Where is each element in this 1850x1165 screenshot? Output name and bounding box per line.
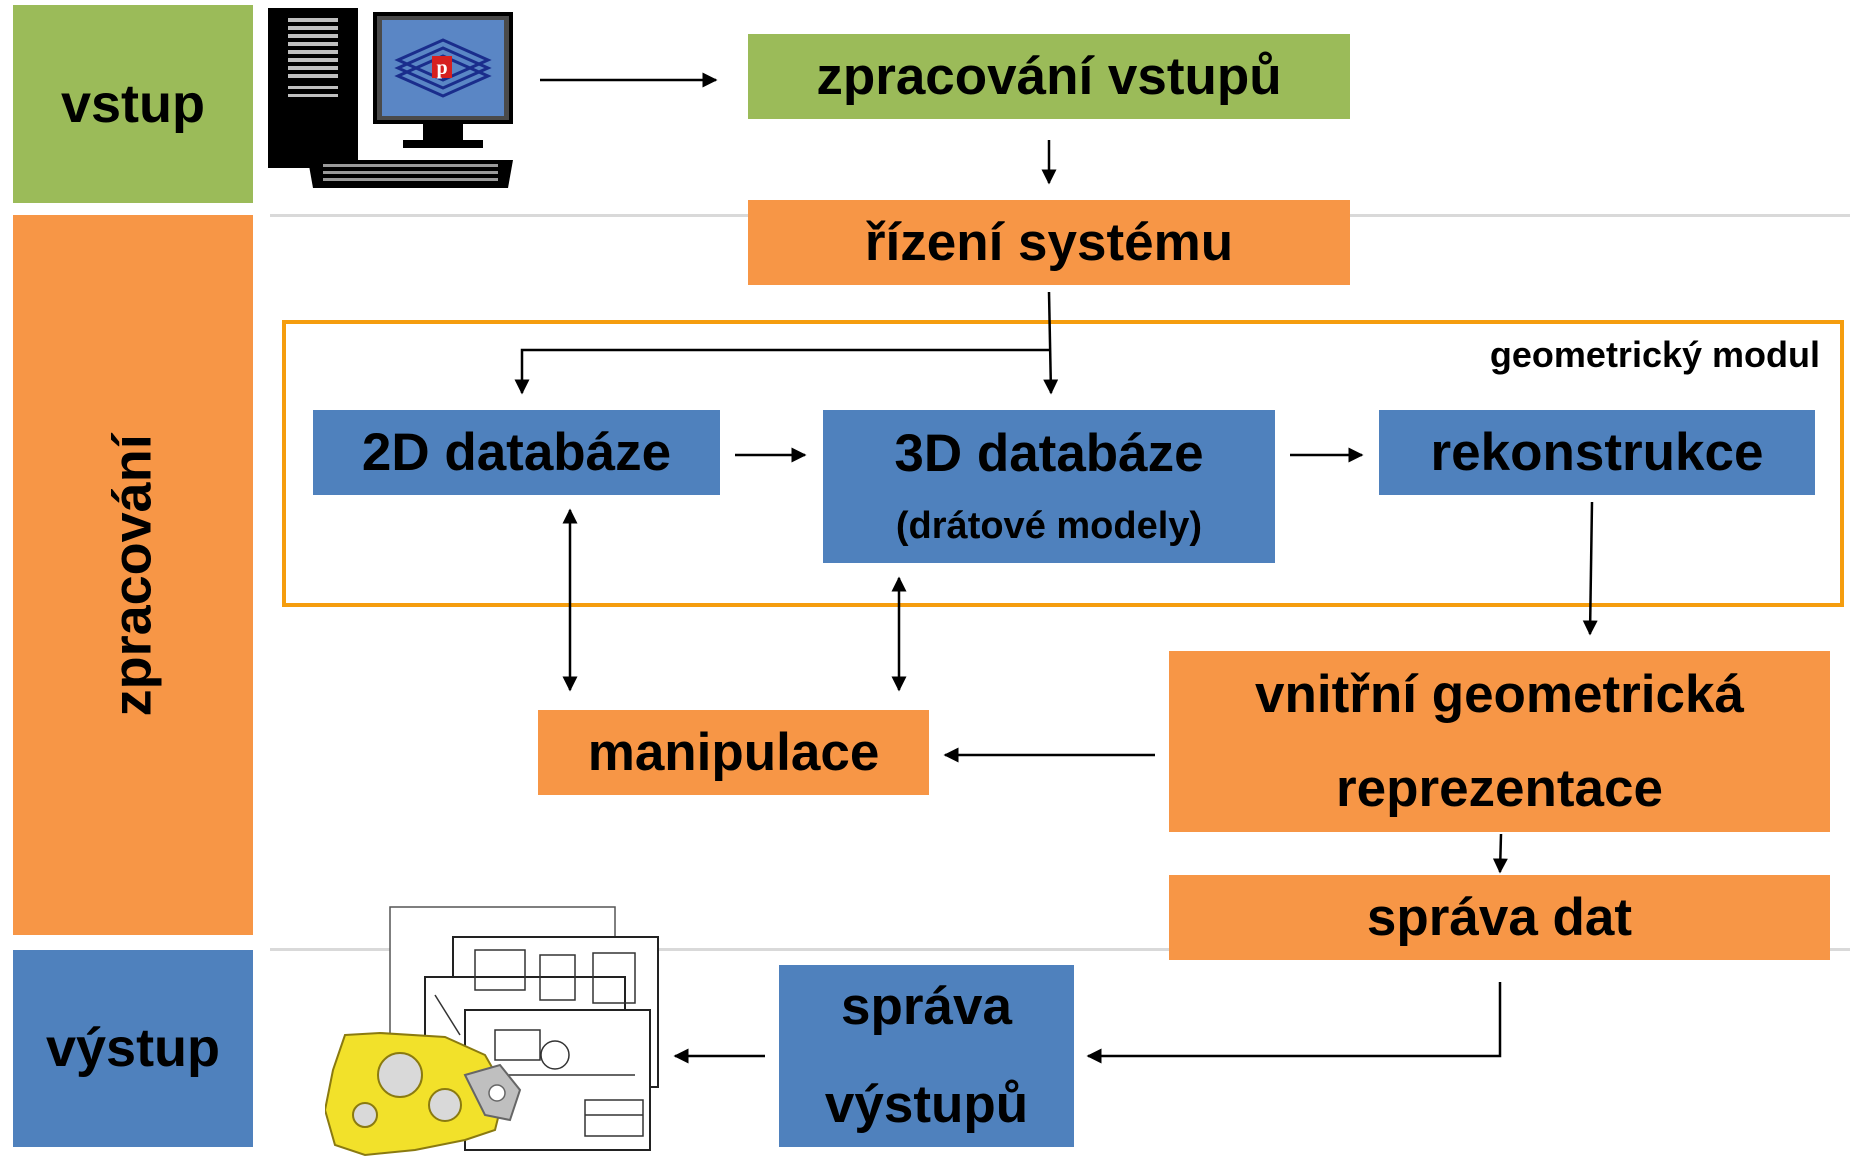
node-manipulation-label: manipulace — [587, 722, 880, 782]
arrow-reconstruction-to-internal — [1582, 501, 1598, 636]
node-data-management: správa dat — [1169, 875, 1830, 960]
node-output-management: správa výstupů — [779, 965, 1074, 1147]
node-system-control-label: řízení systému — [864, 212, 1234, 272]
node-internal-representation-line2: reprezentace — [1335, 758, 1663, 818]
phase-input-label: vstup — [60, 73, 206, 134]
node-input-processing-label: zpracování vstupů — [816, 46, 1282, 106]
arrow-control-to-3d — [1043, 291, 1059, 395]
node-manipulation: manipulace — [538, 710, 929, 795]
phase-output-label: výstup — [45, 1018, 221, 1079]
node-reconstruction: rekonstrukce — [1379, 410, 1815, 495]
phase-output: výstup — [13, 950, 253, 1147]
geometric-module-label: geometrický modul — [1489, 334, 1820, 375]
node-2d-database: 2D databáze — [313, 410, 720, 495]
node-internal-representation-line1: vnitřní geometrická — [1255, 664, 1744, 724]
node-3d-database: 3D databáze (drátové modely) — [823, 410, 1275, 563]
node-output-management-line1: správa — [841, 977, 1012, 1037]
geometric-module-frame: geometrický modul — [282, 320, 1844, 607]
node-system-control: řízení systému — [748, 200, 1350, 285]
node-internal-representation: vnitřní geometrická reprezentace — [1169, 651, 1830, 832]
node-2d-database-label: 2D databáze — [361, 422, 672, 482]
arrow-internal-to-data-management — [1492, 833, 1508, 874]
separator-bottom — [270, 948, 1850, 951]
node-input-processing: zpracování vstupů — [748, 34, 1350, 119]
node-reconstruction-label: rekonstrukce — [1430, 422, 1764, 482]
computer-workstation-icon: p — [268, 8, 513, 188]
node-3d-database-label: 3D databáze — [894, 423, 1204, 483]
phase-input: vstup — [13, 5, 253, 203]
arrow-data-management-to-output — [1086, 982, 1502, 1064]
node-output-management-line2: výstupů — [824, 1075, 1029, 1134]
arrow-control-to-2d — [514, 348, 1049, 395]
node-3d-database-sublabel: (drátové modely) — [895, 505, 1203, 548]
phase-processing: zpracování — [13, 215, 253, 935]
technical-drawings-and-3d-part-icon — [323, 905, 665, 1160]
svg-text:p: p — [436, 57, 447, 79]
node-data-management-label: správa dat — [1366, 887, 1633, 947]
